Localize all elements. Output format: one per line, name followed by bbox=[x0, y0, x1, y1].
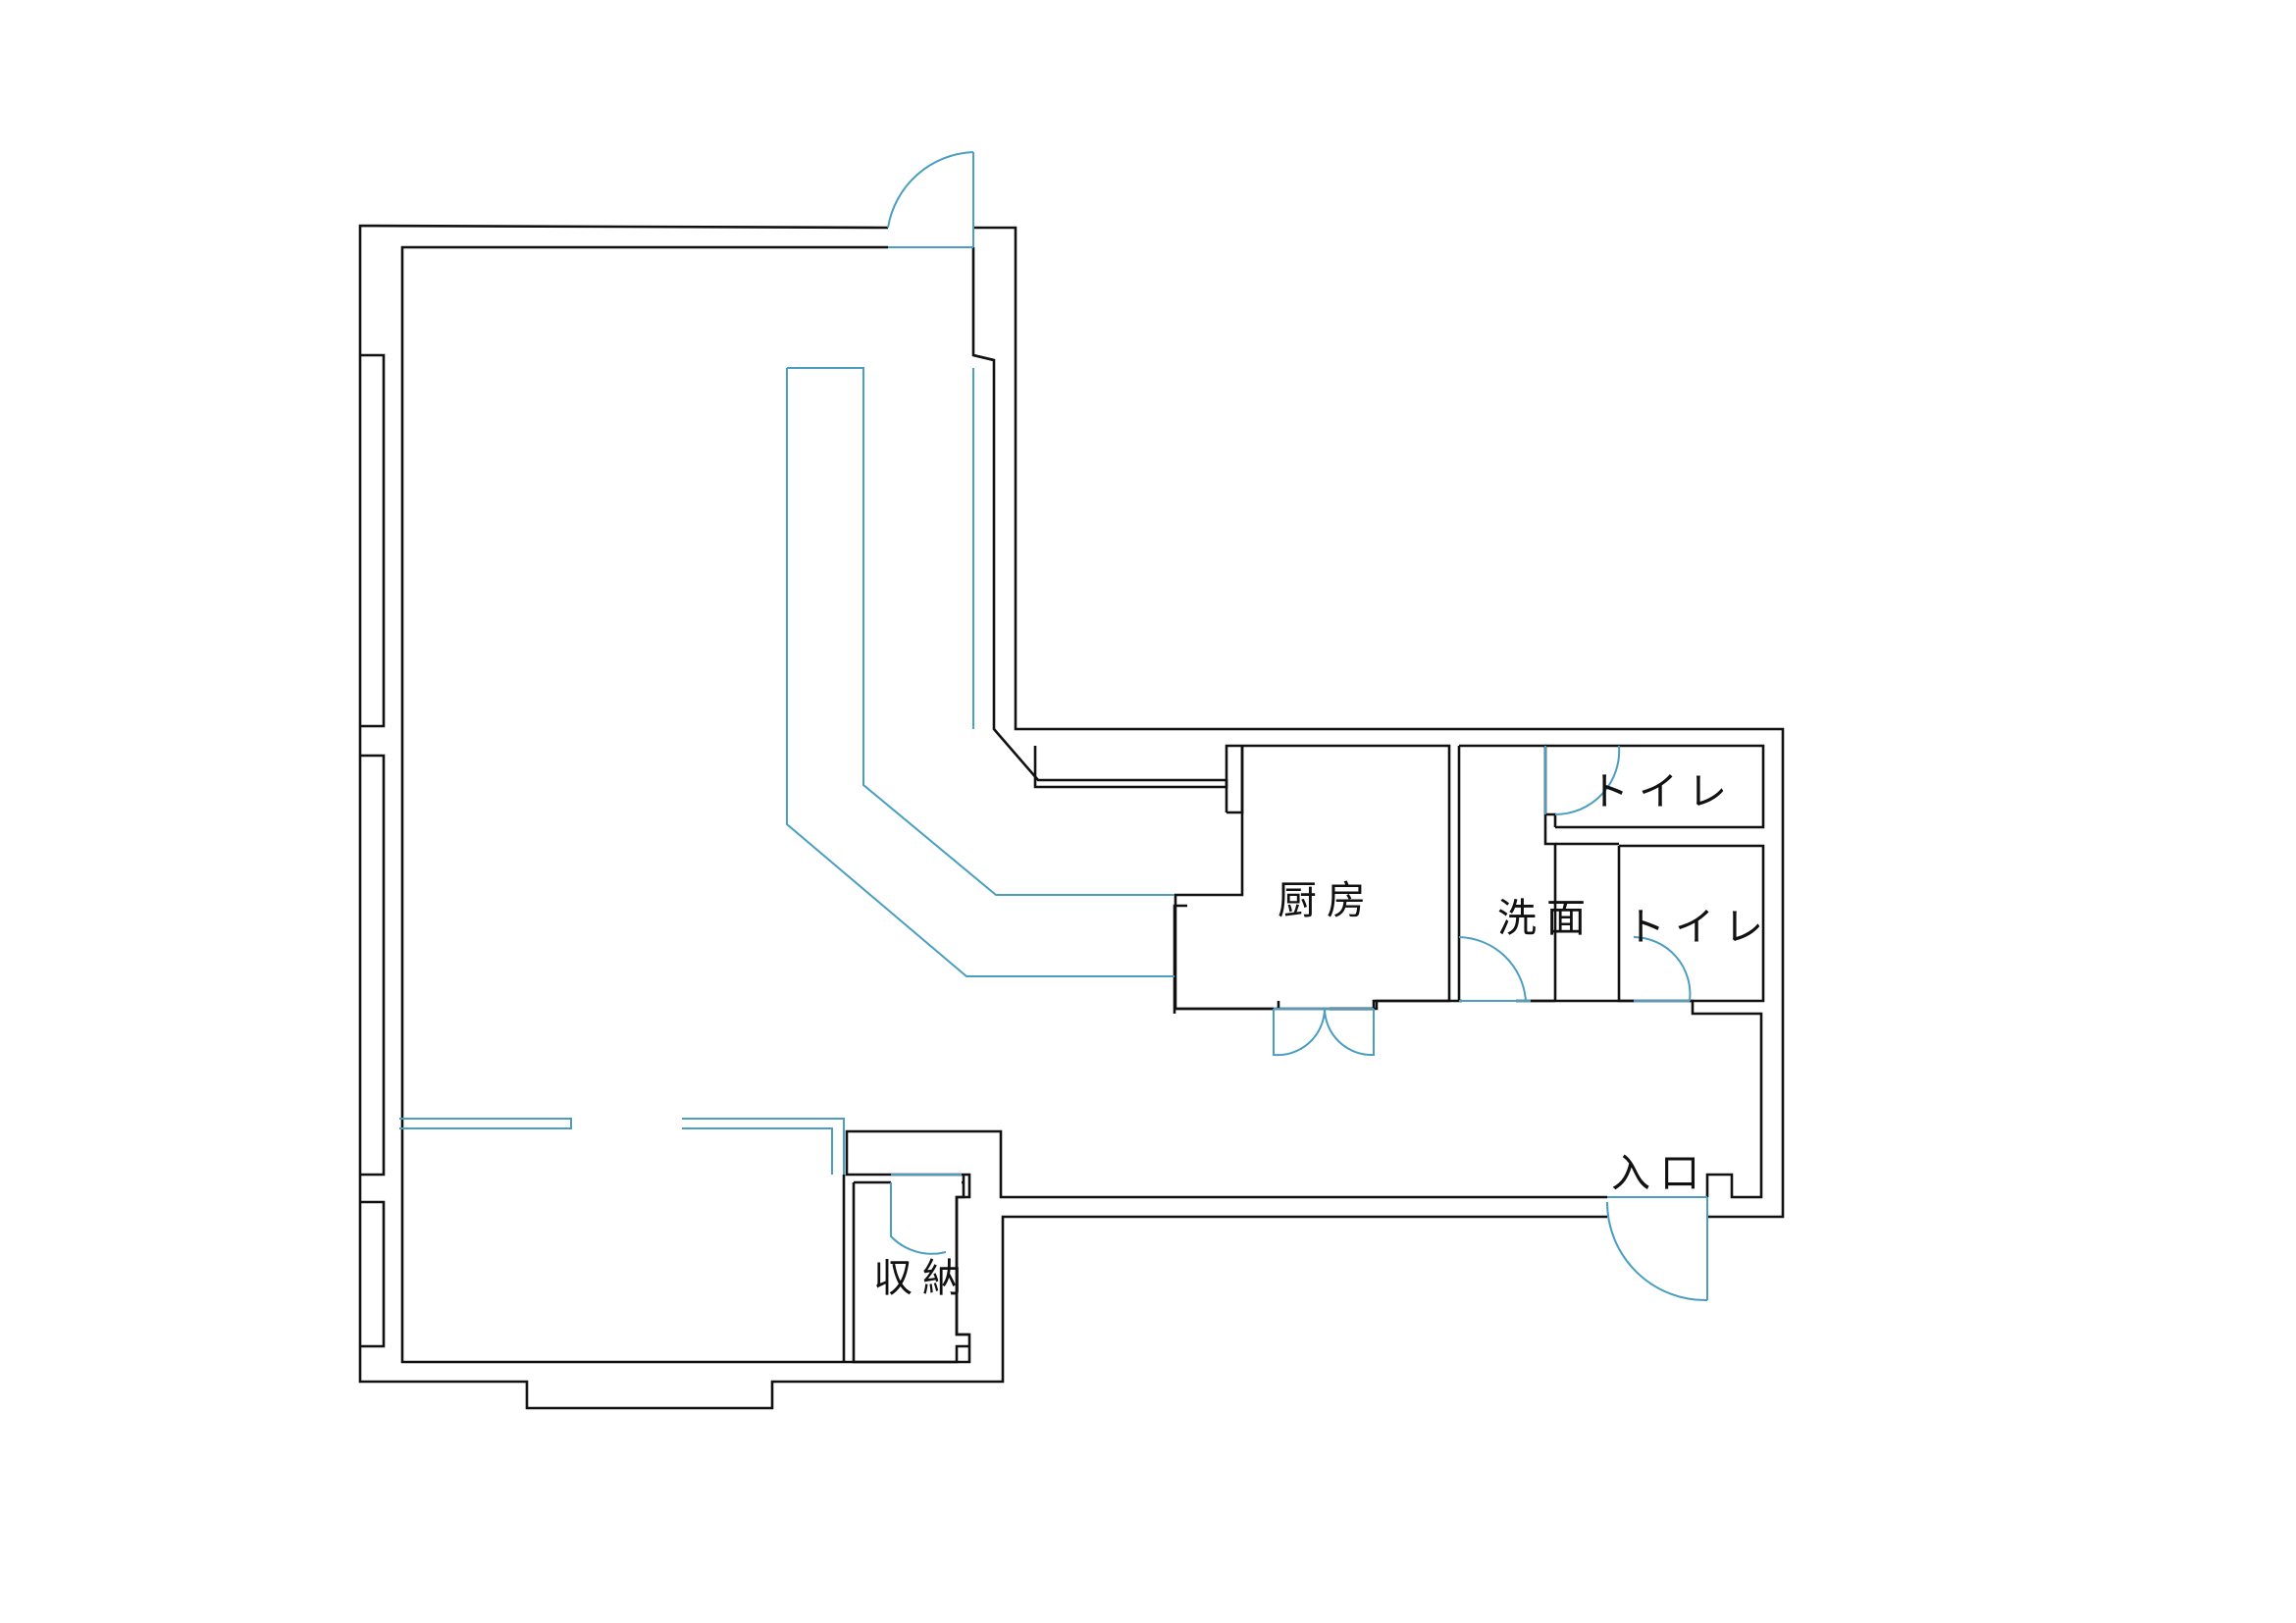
washroom-walls bbox=[1457, 744, 1557, 1003]
outer-wall-outline bbox=[358, 224, 1785, 1410]
entrance-door bbox=[1606, 1196, 1708, 1302]
room-label-toilet-lower: トイレ bbox=[1626, 905, 1773, 950]
partition-right bbox=[682, 1118, 845, 1175]
inner-wall-outline bbox=[400, 245, 1763, 1364]
top-door bbox=[887, 151, 974, 248]
toilet-lower-door bbox=[1633, 936, 1692, 1002]
washroom-door bbox=[1458, 936, 1531, 1002]
kitchen-double-door bbox=[1273, 1008, 1375, 1057]
upper-right-wall-step bbox=[972, 353, 995, 362]
storage-walls bbox=[842, 1175, 969, 1364]
kitchen-wall-inner bbox=[1226, 746, 1244, 814]
room-label-kitchen: 厨房 bbox=[1278, 878, 1376, 923]
room-label-washroom: 洗面 bbox=[1497, 896, 1595, 941]
toilet-lower-walls bbox=[1555, 842, 1765, 1003]
left-wall-window-upper bbox=[360, 353, 386, 728]
left-wall-window-lower bbox=[360, 1200, 386, 1348]
counter-outline bbox=[786, 367, 1174, 977]
room-label-storage: 収納 bbox=[873, 1256, 971, 1301]
left-wall-window-middle bbox=[360, 754, 386, 1177]
storage-door bbox=[890, 1174, 962, 1255]
room-label-entrance: 入口 bbox=[1611, 1151, 1709, 1196]
storage-right-wall bbox=[955, 1175, 969, 1336]
room-label-toilet-upper: トイレ bbox=[1590, 769, 1737, 814]
partition-left bbox=[399, 1118, 572, 1129]
toilet-upper-door bbox=[1544, 745, 1621, 816]
